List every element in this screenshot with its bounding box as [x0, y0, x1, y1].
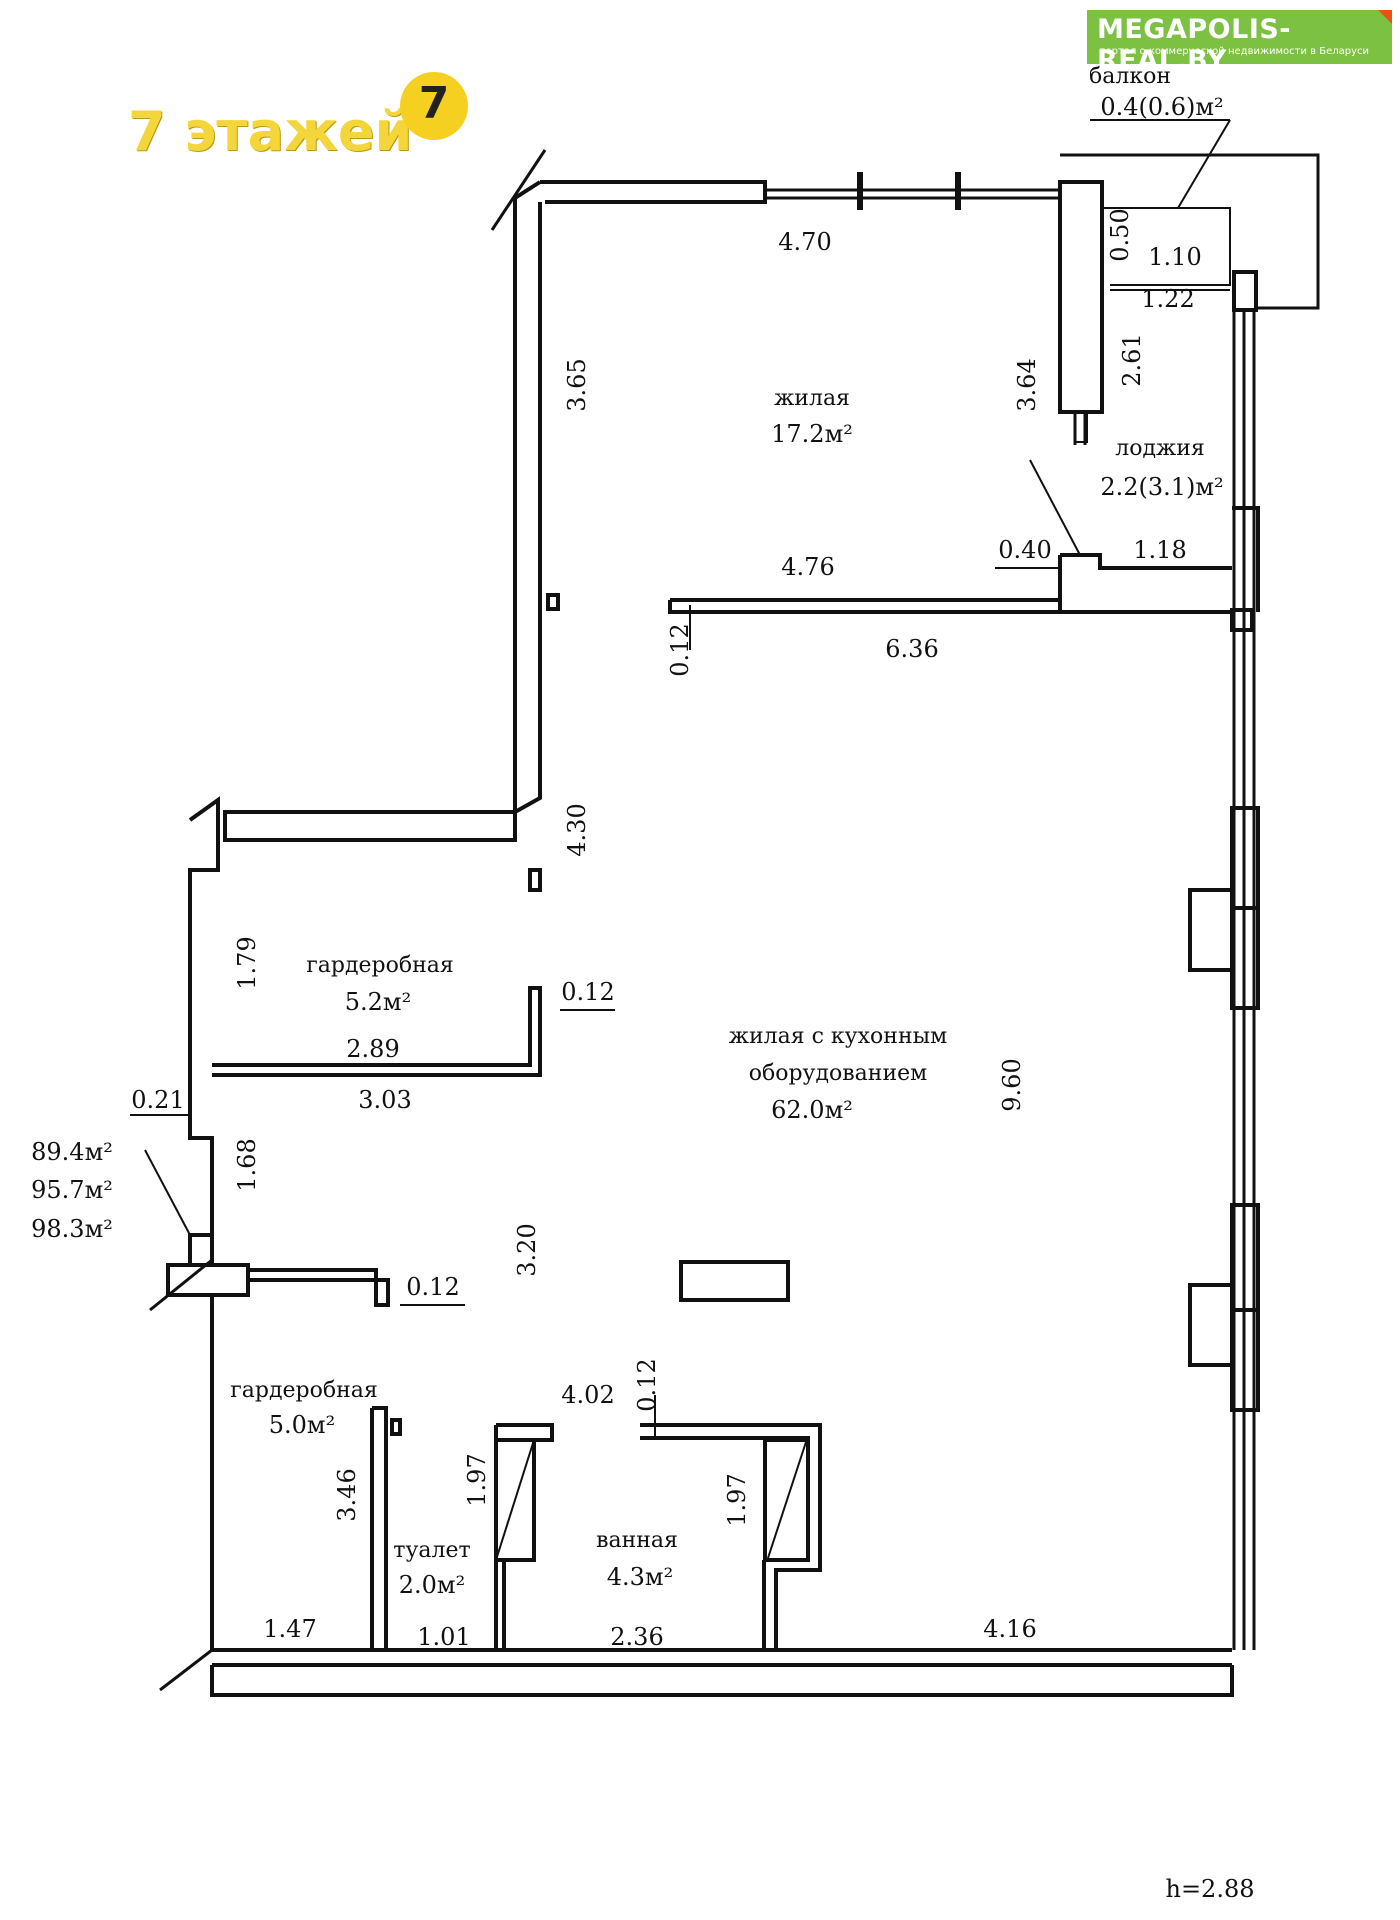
dimension: 4.16: [983, 1615, 1036, 1643]
walls: [149, 149, 1320, 1697]
site-logo[interactable]: MEGAPOLIS-REAL.BY портал о коммерческой …: [1087, 10, 1392, 76]
room-labels: балкон 0.4(0.6)м² жилая 17.2м² лоджия 2.…: [230, 64, 1223, 1599]
dimension: 9.60: [998, 1058, 1026, 1111]
corner-flag-icon: [1378, 10, 1392, 24]
balcony-label: балкон: [1089, 64, 1171, 89]
dimension: 2.89: [346, 1035, 399, 1063]
total-area-1: 89.4м²: [31, 1138, 113, 1166]
dimension-labels: 4.70 0.50 1.10 1.22 2.61 3.65 3.64 0.40 …: [131, 208, 1201, 1651]
loggia-area: 2.2(3.1)м²: [1100, 473, 1223, 501]
dimension: 1.18: [1133, 536, 1186, 564]
ceiling-height: h=2.88: [1165, 1875, 1254, 1903]
bathroom-label: ванная: [596, 1528, 678, 1553]
dimension: 0.50: [1106, 208, 1134, 261]
dimension: 2.36: [610, 1623, 663, 1651]
floor-number: 7: [418, 78, 450, 129]
dimension: 4.76: [781, 553, 834, 581]
dimension: 1.01: [417, 1623, 470, 1651]
dimension: 3.20: [513, 1223, 541, 1276]
dimension: 1.10: [1148, 243, 1201, 271]
dimension: 0.40: [998, 536, 1051, 564]
floor-number-icon: 7: [400, 72, 468, 140]
dimension: 0.12: [406, 1273, 459, 1301]
dimension: 4.02: [561, 1381, 614, 1409]
dimension: 1.22: [1141, 285, 1194, 313]
loggia-label: лоджия: [1115, 436, 1205, 461]
living-room-label: жилая: [774, 386, 850, 411]
dimension: 3.03: [358, 1086, 411, 1114]
dimension: 4.30: [563, 803, 591, 856]
wardrobe-1-area: 5.2м²: [345, 988, 411, 1016]
leader-lines: [130, 119, 1231, 1440]
wardrobe-2-area: 5.0м²: [269, 1411, 335, 1439]
dimension: 1.79: [233, 936, 261, 989]
toilet-label: туалет: [393, 1538, 470, 1563]
dimension: 3.65: [563, 358, 591, 411]
dimension: 3.46: [333, 1468, 361, 1521]
kitchen-living-area: 62.0м²: [771, 1096, 853, 1124]
dimension: 4.70: [778, 228, 831, 256]
dimension: 0.21: [131, 1086, 184, 1114]
total-area-2: 95.7м²: [31, 1176, 113, 1204]
dimension: 3.64: [1013, 358, 1041, 411]
dimension: 6.36: [885, 635, 938, 663]
dimension: 0.12: [666, 623, 694, 676]
toilet-area: 2.0м²: [399, 1571, 465, 1599]
site-name: MEGAPOLIS-REAL.BY: [1097, 14, 1292, 76]
site-tagline: портал о коммерческой недвижимости в Бел…: [1099, 46, 1369, 57]
floors-label: 7 этажей: [128, 100, 413, 163]
kitchen-living-label-2: оборудованием: [749, 1061, 928, 1086]
dimension: 0.12: [633, 1358, 661, 1411]
dimension: 2.61: [1118, 333, 1146, 386]
dimension: 0.12: [561, 978, 614, 1006]
dimension: 1.68: [233, 1138, 261, 1191]
wardrobe-1-label: гардеробная: [306, 953, 454, 978]
wardrobe-2-label: гардеробная: [230, 1378, 378, 1403]
dimension: 1.47: [263, 1615, 316, 1643]
bathroom-area: 4.3м²: [607, 1563, 673, 1591]
kitchen-living-label-1: жилая с кухонным: [729, 1024, 947, 1049]
dimension: 1.97: [723, 1473, 751, 1526]
dimension: 1.97: [463, 1453, 491, 1506]
total-areas: 89.4м² 95.7м² 98.3м²: [31, 1138, 113, 1243]
balcony-area: 0.4(0.6)м²: [1100, 93, 1223, 121]
living-room-area: 17.2м²: [771, 420, 853, 448]
total-area-3: 98.3м²: [31, 1215, 113, 1243]
